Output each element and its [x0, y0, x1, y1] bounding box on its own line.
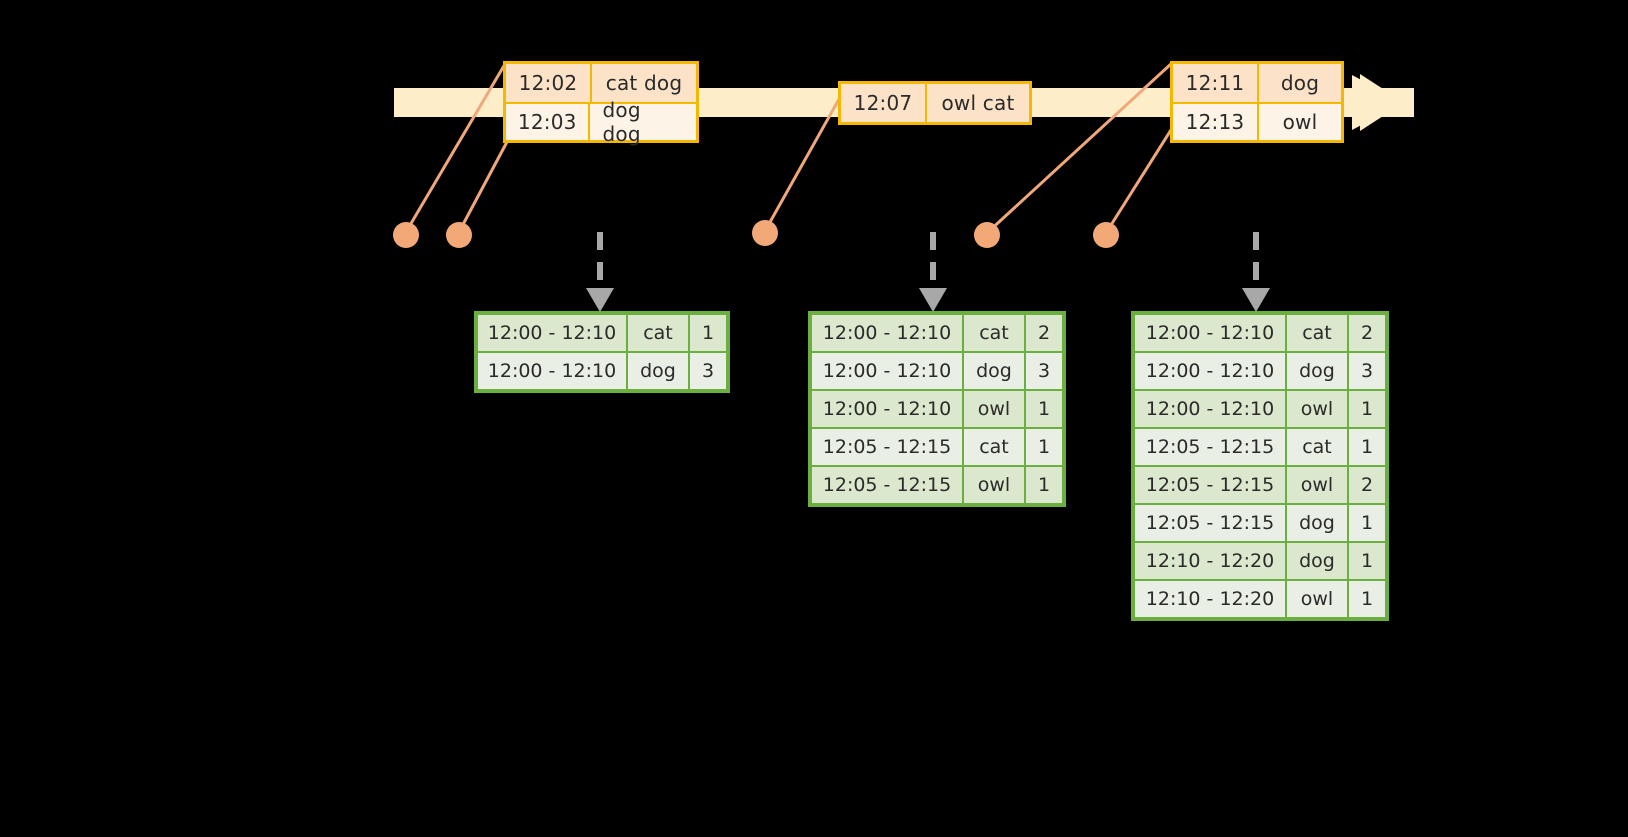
cell-key: owl [1287, 581, 1347, 617]
event-payload: dog dog [590, 98, 696, 146]
event-row: 12:03 dog dog [506, 98, 696, 146]
event-marker-3-dot [752, 220, 778, 246]
event-marker-5-dot [1093, 222, 1119, 248]
cell-key: dog [628, 353, 688, 389]
cell-window: 12:05 - 12:15 [1135, 429, 1285, 465]
cell-key: cat [1287, 315, 1347, 351]
cell-key: dog [1287, 543, 1347, 579]
cell-count: 1 [1349, 581, 1385, 617]
cell-window: 12:00 - 12:10 [1135, 315, 1285, 351]
cell-window: 12:00 - 12:10 [812, 353, 962, 389]
event-group-2[interactable]: 12:07 owl cat [838, 81, 1032, 125]
cell-window: 12:00 - 12:10 [1135, 391, 1285, 427]
cell-window: 12:05 - 12:15 [812, 429, 962, 465]
event-time: 12:03 [506, 104, 591, 140]
cell-count: 2 [1349, 315, 1385, 351]
event-marker-4-dot [974, 222, 1000, 248]
cell-count: 1 [1026, 429, 1062, 465]
cell-key: dog [964, 353, 1024, 389]
cell-key: cat [628, 315, 688, 351]
connector-line-5 [1104, 120, 1178, 235]
cell-window: 12:05 - 12:15 [812, 467, 962, 503]
connector-line-2 [457, 138, 510, 234]
event-group-3[interactable]: 12:11 dog 12:13 owl [1170, 61, 1344, 143]
cell-key: owl [964, 391, 1024, 427]
cell-count: 1 [1026, 467, 1062, 503]
cell-key: owl [1287, 467, 1347, 503]
cell-count: 1 [1349, 391, 1385, 427]
cell-count: 1 [690, 315, 726, 351]
event-dots [393, 220, 1119, 248]
event-payload: owl [1259, 104, 1341, 140]
cell-count: 1 [1349, 505, 1385, 541]
event-row: 12:07 owl cat [841, 84, 1029, 122]
cell-window: 12:00 - 12:10 [478, 315, 626, 351]
cell-key: cat [964, 429, 1024, 465]
cell-key: dog [1287, 505, 1347, 541]
cell-key: dog [1287, 353, 1347, 389]
cell-window: 12:05 - 12:15 [1135, 505, 1285, 541]
cell-count: 2 [1349, 467, 1385, 503]
cell-window: 12:00 - 12:10 [478, 353, 626, 389]
cell-count: 3 [1349, 353, 1385, 389]
cell-window: 12:00 - 12:10 [812, 391, 962, 427]
cell-window: 12:10 - 12:20 [1135, 543, 1285, 579]
cell-count: 3 [1026, 353, 1062, 389]
event-marker-1-dot [393, 222, 419, 248]
connector-line-1 [404, 62, 507, 234]
cell-window: 12:00 - 12:10 [812, 315, 962, 351]
connector-line-3 [763, 90, 845, 233]
emit-arrow-1-head [586, 288, 614, 312]
event-payload: dog [1259, 64, 1341, 102]
cell-key: owl [1287, 391, 1347, 427]
emit-arrow-heads [586, 288, 1270, 312]
event-row: 12:13 owl [1173, 102, 1341, 140]
cell-count: 1 [1026, 391, 1062, 427]
event-payload: owl cat [927, 84, 1029, 122]
cell-count: 1 [1349, 429, 1385, 465]
cell-count: 3 [690, 353, 726, 389]
cell-count: 1 [1349, 543, 1385, 579]
event-row: 12:11 dog [1173, 64, 1341, 102]
cell-key: cat [1287, 429, 1347, 465]
emit-arrow-2-head [919, 288, 947, 312]
emit-arrows [597, 232, 1259, 288]
event-group-1[interactable]: 12:02 cat dog 12:03 dog dog [503, 61, 699, 146]
event-payload: cat dog [592, 64, 696, 102]
event-marker-2-dot [446, 222, 472, 248]
cell-key: cat [964, 315, 1024, 351]
emit-arrow-3-head [1242, 288, 1270, 312]
cell-count: 2 [1026, 315, 1062, 351]
event-time: 12:07 [841, 84, 927, 122]
cell-window: 12:05 - 12:15 [1135, 467, 1285, 503]
event-time: 12:11 [1173, 64, 1259, 102]
cell-window: 12:10 - 12:20 [1135, 581, 1285, 617]
cell-key: owl [964, 467, 1024, 503]
event-time: 12:02 [506, 64, 592, 102]
event-row: 12:02 cat dog [506, 64, 696, 102]
cell-window: 12:00 - 12:10 [1135, 353, 1285, 389]
event-time: 12:13 [1173, 104, 1259, 140]
